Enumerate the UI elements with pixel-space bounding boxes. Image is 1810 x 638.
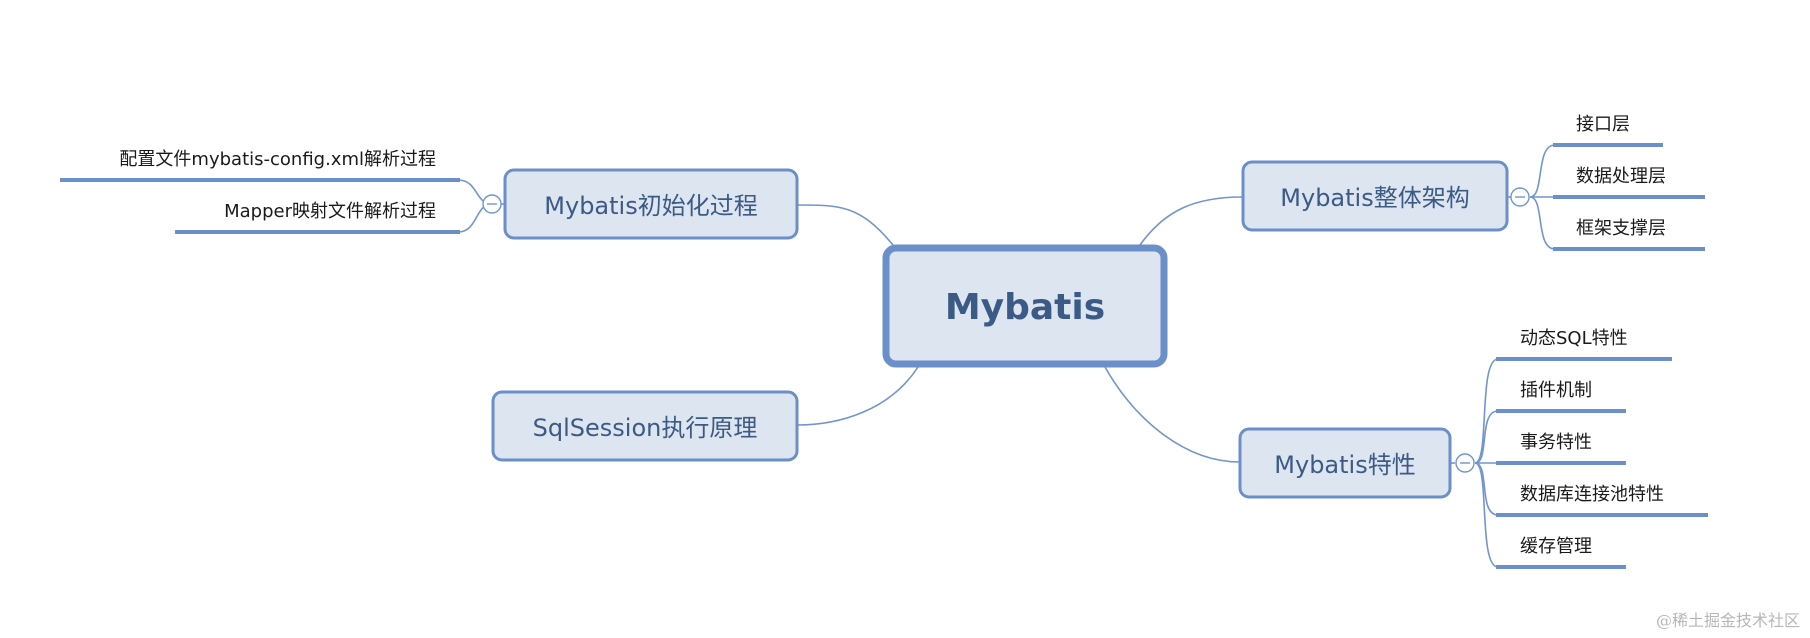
connector-features-leaf-4	[1474, 462, 1499, 516]
leaf-init-1[interactable]: 配置文件mybatis-config.xml解析过程	[60, 149, 460, 182]
leaf-features-5[interactable]: 缓存管理	[1496, 536, 1626, 569]
connector-center-arch	[1139, 196, 1244, 246]
connector-center-features	[1104, 366, 1241, 463]
branch-node-session[interactable]: SqlSession执行原理	[491, 390, 799, 462]
connector-arch-leaf-3	[1529, 196, 1556, 250]
leaf-arch-3-label: 框架支撑层	[1576, 218, 1666, 239]
leaf-features-2-label: 插件机制	[1520, 380, 1592, 401]
leaf-features-1-label: 动态SQL特性	[1520, 328, 1628, 349]
branch-node-init-box	[503, 168, 799, 240]
connector-features-leaf-5	[1474, 462, 1499, 568]
branch-node-session-box	[491, 390, 799, 462]
leaf-arch-2-label: 数据处理层	[1576, 166, 1666, 187]
branch-node-features-box	[1238, 427, 1452, 499]
connector-features-leaf-1	[1474, 358, 1499, 464]
leaf-init-1-label: 配置文件mybatis-config.xml解析过程	[119, 149, 436, 170]
connector-center-session	[796, 366, 919, 426]
center-node[interactable]: Mybatis	[882, 244, 1168, 368]
branch-node-arch[interactable]: Mybatis整体架构	[1241, 160, 1509, 232]
branch-node-arch-box	[1241, 160, 1509, 232]
leaf-features-1[interactable]: 动态SQL特性	[1496, 328, 1672, 361]
connector-features-leaf-2	[1474, 410, 1499, 464]
leaf-features-3-label: 事务特性	[1520, 432, 1592, 453]
connector-center-init	[797, 204, 894, 246]
leaf-init-2[interactable]: Mapper映射文件解析过程	[175, 201, 460, 234]
watermark: @稀土掘金技术社区	[1656, 611, 1800, 630]
collapse-toggle-features[interactable]	[1455, 453, 1475, 473]
leaf-features-4[interactable]: 数据库连接池特性	[1496, 484, 1708, 517]
branch-node-arch-label: Mybatis整体架构	[1280, 184, 1469, 212]
leaf-features-5-label: 缓存管理	[1520, 536, 1592, 557]
leaf-features-2[interactable]: 插件机制	[1496, 380, 1626, 413]
leaf-arch-2[interactable]: 数据处理层	[1553, 166, 1705, 199]
branch-node-features[interactable]: Mybatis特性	[1238, 427, 1452, 499]
collapse-toggle-init[interactable]	[482, 194, 502, 214]
collapse-toggle-arch[interactable]	[1510, 187, 1530, 207]
center-node-box	[882, 244, 1168, 368]
connector-arch-leaf-1	[1529, 144, 1556, 198]
branch-node-init[interactable]: Mybatis初始化过程	[503, 168, 799, 240]
leaf-features-3[interactable]: 事务特性	[1496, 432, 1626, 465]
leaf-arch-1-label: 接口层	[1576, 114, 1630, 135]
center-node-label: Mybatis	[945, 287, 1105, 328]
leaf-features-4-label: 数据库连接池特性	[1520, 484, 1664, 505]
branch-node-features-label: Mybatis特性	[1274, 451, 1415, 479]
leaf-init-2-label: Mapper映射文件解析过程	[224, 201, 436, 222]
branch-node-init-label: Mybatis初始化过程	[544, 192, 757, 220]
leaf-arch-1[interactable]: 接口层	[1553, 114, 1663, 147]
leaf-arch-3[interactable]: 框架支撑层	[1553, 218, 1705, 251]
branch-node-session-label: SqlSession执行原理	[533, 414, 758, 442]
